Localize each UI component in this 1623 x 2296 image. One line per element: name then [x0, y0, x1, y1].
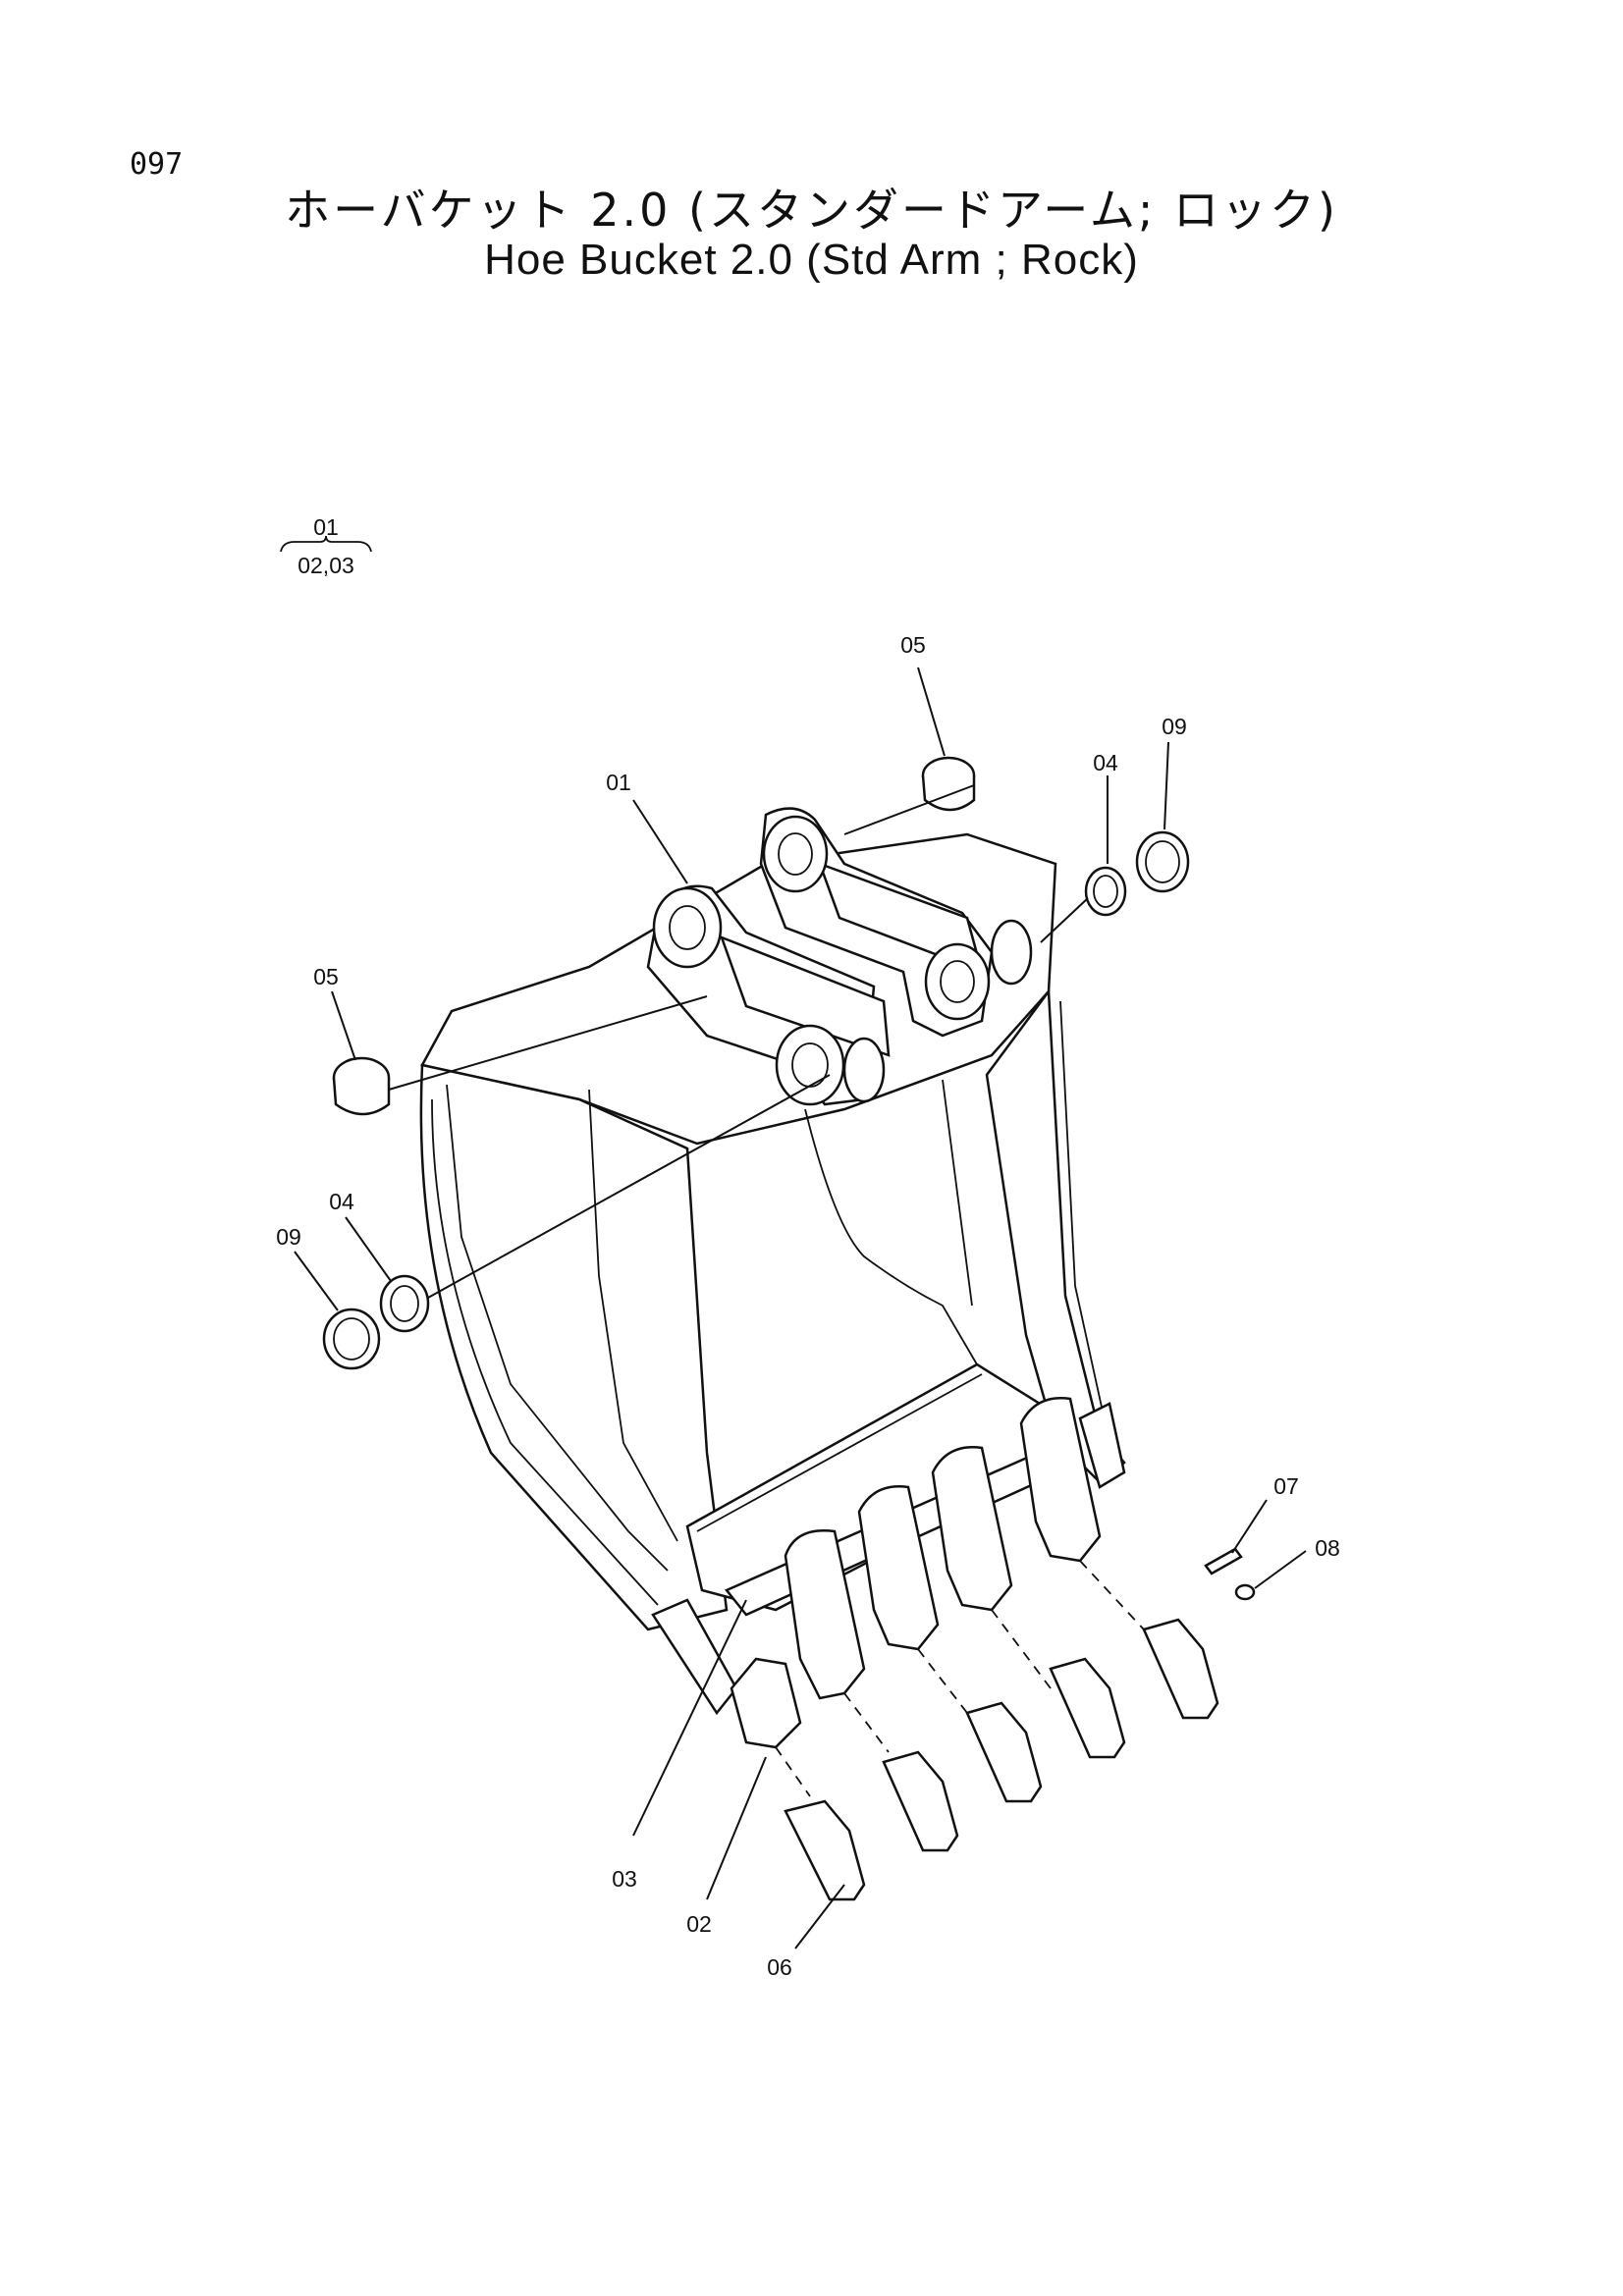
pin-and-lock: [1204, 1547, 1256, 1601]
callout-07: 07: [1273, 1473, 1299, 1499]
tooth-adapters: [730, 1397, 1126, 1749]
assembly-key-children: 02,03: [298, 553, 354, 578]
boss-upper-right: [762, 815, 829, 893]
boss-upper-left: [652, 886, 723, 969]
assembly-key-parent: 01: [313, 514, 339, 540]
callout-02: 02: [686, 1911, 712, 1937]
callout-04-right: 04: [1093, 750, 1118, 775]
callout-08: 08: [1315, 1535, 1340, 1561]
tooth-alignment-lines: [775, 1560, 1145, 1797]
callout-05-upper: 05: [900, 632, 926, 658]
page-number: 097: [130, 147, 184, 182]
callout-09-right: 09: [1162, 714, 1187, 739]
callout-06: 06: [767, 1954, 792, 1980]
callout-01: 01: [606, 770, 631, 795]
leader-lines: [294, 667, 1307, 1949]
assembly-key-brace: [280, 535, 372, 553]
title-english: Hoe Bucket 2.0 (Std Arm ; Rock): [484, 236, 1139, 284]
assembly-key: 01 02,03: [280, 514, 372, 578]
pin-07: [1204, 1547, 1243, 1575]
callout-03: 03: [612, 1866, 637, 1892]
lock-08: [1234, 1583, 1256, 1601]
link-brackets: [646, 807, 1033, 1106]
title-japanese: ホーバケット 2.0 (スタンダードアーム; ロック): [285, 184, 1338, 237]
callout-04-left: 04: [329, 1189, 354, 1214]
bushings: [322, 756, 1190, 1370]
tooth-points: [784, 1618, 1219, 1901]
boss-lower-right: [924, 942, 991, 1021]
callout-labels: 01 05 04 09 05 04 09 03 02 06 07 08: [276, 632, 1340, 1980]
callout-09-left: 09: [276, 1224, 301, 1250]
callout-05-left: 05: [313, 964, 339, 989]
boss-lower-left: [775, 1024, 845, 1106]
